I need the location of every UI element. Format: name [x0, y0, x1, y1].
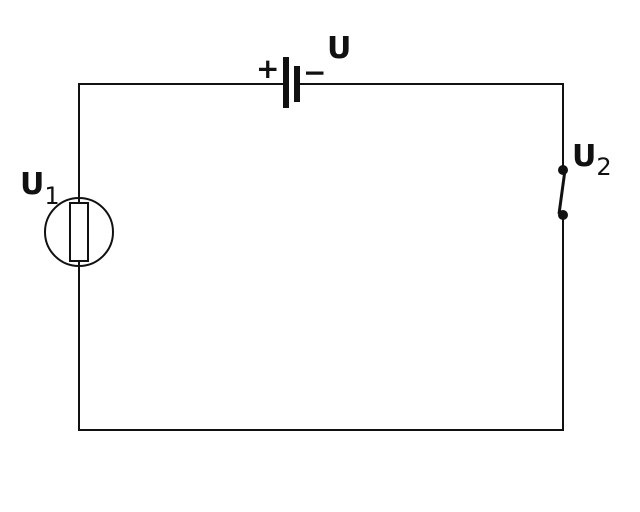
- switch-lever: [557, 169, 567, 215]
- battery-plus-sign: +: [256, 52, 279, 85]
- left-component-circle: [44, 197, 114, 267]
- left-component-label-main: U: [20, 167, 44, 202]
- battery-label: U: [327, 31, 351, 66]
- battery-symbol: + − U: [256, 31, 351, 108]
- left-component-label: U1: [20, 167, 60, 210]
- circuit-wires: [78, 83, 564, 431]
- left-component-rectangle: [69, 202, 89, 262]
- switch-top-contact: [558, 165, 568, 175]
- switch-label-main: U: [572, 139, 596, 174]
- switch-label: U2: [572, 139, 612, 181]
- left-component-symbol: U1: [20, 167, 114, 267]
- battery-minus-sign: −: [303, 56, 326, 89]
- left-component-label-sub: 1: [44, 182, 59, 210]
- switch-label-sub: 2: [596, 153, 611, 181]
- switch-symbol: U2: [557, 139, 612, 220]
